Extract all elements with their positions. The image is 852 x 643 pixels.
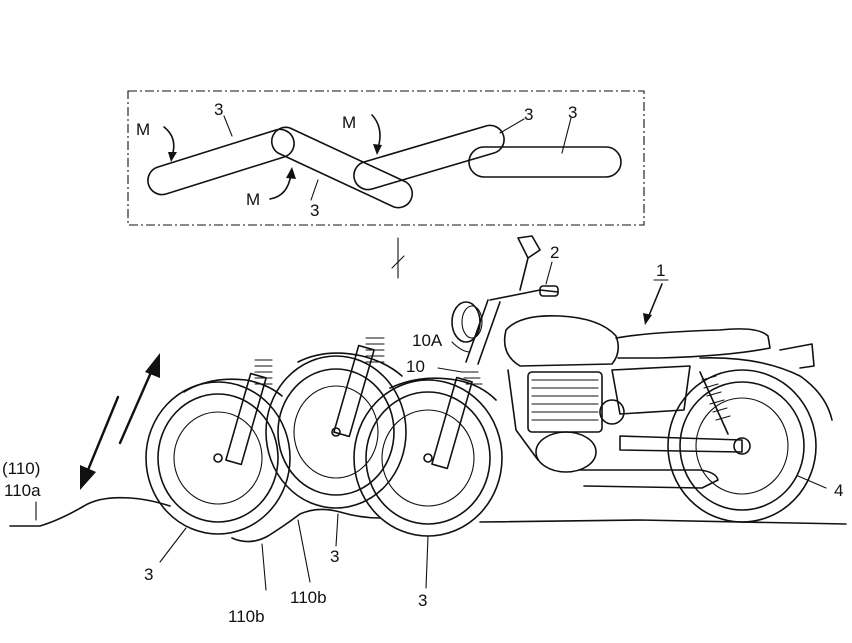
label-wheel-2: 3 [330, 547, 339, 566]
inset-box [127, 90, 645, 226]
label-m-2: M [342, 113, 356, 132]
motorcycle [451, 235, 833, 523]
inset-arrow-m-1 [163, 126, 177, 162]
label-ground-ref: (110) [2, 459, 40, 478]
inset-arrow-m-2 [371, 114, 382, 155]
label-m-1: M [136, 120, 150, 139]
motion-arrows [80, 353, 160, 490]
front-wheel-position-2 [265, 337, 407, 509]
label-fork: 10 [406, 357, 425, 376]
inset-wheel-4 [468, 146, 622, 178]
inset-labels: M 3 M M 3 3 3 [136, 100, 577, 220]
label-bump-1: 110b [228, 607, 265, 626]
label-ground-surface: 110a [4, 481, 41, 500]
ground-line [9, 496, 847, 543]
label-3-inset-2: 3 [310, 201, 319, 220]
label-wheel-3: 3 [418, 591, 427, 610]
leader-lines [159, 261, 827, 591]
inset-wheel-3 [353, 124, 505, 191]
inset-wheel-2 [271, 126, 413, 209]
label-handle: 2 [550, 243, 559, 262]
label-3-inset-3: 3 [524, 105, 533, 124]
label-m-3: M [246, 190, 260, 209]
label-3-inset-4: 3 [568, 103, 577, 122]
inset-arrow-m-3 [269, 167, 296, 200]
front-wheel-position-3 [353, 376, 503, 537]
main-labels: 1 2 10A 10 4 (110) 110a 3 3 3 110b 110b [2, 243, 843, 626]
label-bump-2: 110b [290, 588, 327, 607]
front-wheel-position-1 [145, 359, 291, 535]
inset-wheel-1 [147, 128, 295, 196]
label-rear-wheel: 4 [834, 481, 843, 500]
label-fork-top: 10A [412, 331, 443, 350]
inset-link-arrow [391, 237, 405, 279]
label-bike: 1 [656, 261, 665, 280]
label-wheel-1: 3 [144, 565, 153, 584]
label-3-inset-1: 3 [214, 100, 223, 119]
